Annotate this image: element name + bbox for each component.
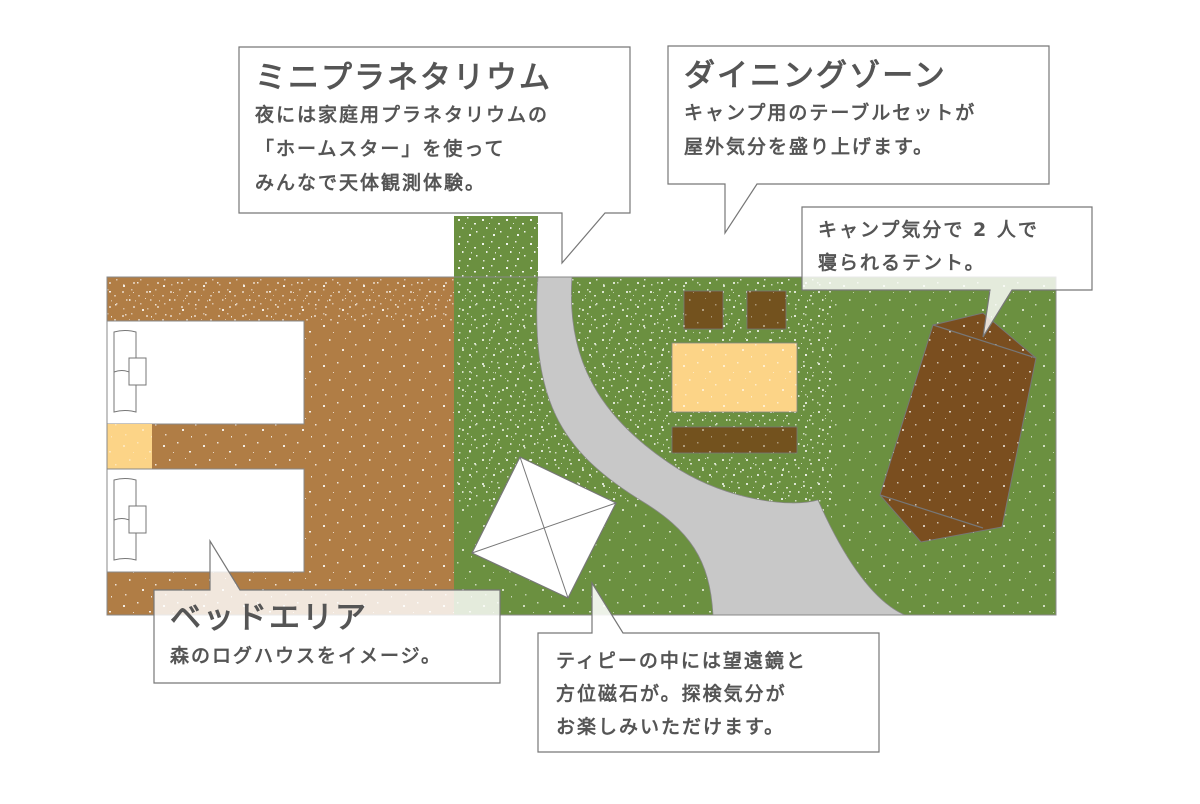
dining-line-1: キャンプ用のテーブルセットが <box>684 102 977 124</box>
tent-line-1: キャンプ気分で 2 人で <box>818 219 1039 241</box>
dining-set <box>671 290 798 454</box>
nightstand <box>107 424 152 469</box>
tent <box>879 312 1037 543</box>
teepee-line-2: 方位磁石が。探検気分が <box>556 683 787 705</box>
callout-planetarium: ミニプラネタリウム 夜には家庭用プラネタリウムの 「ホームスター」を使って みん… <box>255 58 625 200</box>
callout-bed: ベッドエリア 森のログハウスをイメージ。 <box>170 597 495 673</box>
garden-path <box>536 276 906 616</box>
bed-top <box>106 320 305 425</box>
callout-bed-bubble <box>153 538 501 684</box>
callout-teepee: ティピーの中には望遠鏡と 方位磁石が。探検気分が お楽しみいただけます。 <box>556 645 876 744</box>
callout-tent: キャンプ気分で 2 人で 寝られるテント。 <box>818 214 1088 280</box>
pillow-icon <box>128 357 147 386</box>
dining-line-2: 屋外気分を盛り上げます。 <box>684 136 935 158</box>
callout-tent-bubble <box>801 206 1093 338</box>
bed-bottom <box>106 468 305 573</box>
teepee-line-1: ティピーの中には望遠鏡と <box>556 650 807 672</box>
callout-planetarium-bubble <box>238 46 631 265</box>
bed-line-1: 森のログハウスをイメージ。 <box>170 645 443 667</box>
bed-title: ベッドエリア <box>170 600 368 636</box>
callout-teepee-bubble <box>537 580 880 753</box>
dining-title: ダイニングゾーン <box>684 58 947 94</box>
callout-dining: ダイニングゾーン キャンプ用のテーブルセットが 屋外気分を盛り上げます。 <box>684 56 1044 164</box>
callout-dining-bubble <box>667 45 1050 236</box>
planetarium-line-3: みんなで天体観測体験。 <box>255 172 487 194</box>
planetarium-line-1: 夜には家庭用プラネタリウムの <box>255 104 550 126</box>
teepee <box>471 456 617 599</box>
teepee-line-3: お楽しみいただけます。 <box>556 716 786 738</box>
tent-line-2: 寝られるテント。 <box>818 252 986 274</box>
planetarium-line-2: 「ホームスター」を使って <box>255 138 506 160</box>
pillow-icon <box>128 505 147 534</box>
planetarium-title: ミニプラネタリウム <box>255 60 552 96</box>
